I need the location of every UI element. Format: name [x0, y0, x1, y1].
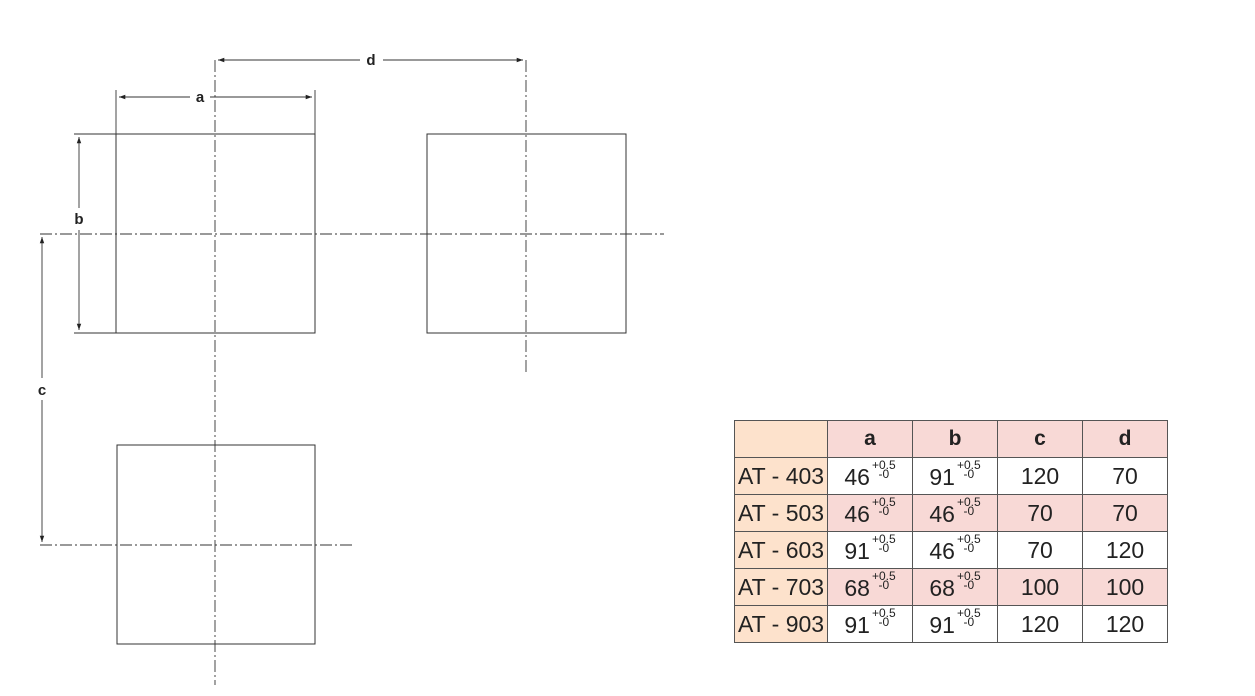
tolerance-plus: +0.5 [871, 532, 896, 546]
tolerance: +0.5-0 [871, 495, 896, 518]
value-c-cell: 120 [997, 457, 1083, 495]
tolerance-plus: +0.5 [871, 569, 896, 583]
extension-lines [74, 90, 316, 334]
value-b: 46 [929, 501, 955, 527]
value-a-cell: 91+0.5-0 [827, 605, 913, 643]
tolerance-minus: -0 [963, 541, 975, 555]
tolerance-minus: -0 [878, 578, 890, 592]
tolerance: +0.5-0 [871, 458, 896, 481]
value-b-cell: 91+0.5-0 [912, 457, 998, 495]
value-b-cell: 91+0.5-0 [912, 605, 998, 643]
tolerance-minus: -0 [878, 504, 890, 518]
table-row: AT - 503 46+0.5-0 46+0.5-0 70 70 [734, 494, 1168, 532]
tolerance: +0.5-0 [956, 458, 981, 481]
tolerance: +0.5-0 [956, 532, 981, 555]
value-c-cell: 70 [997, 494, 1083, 532]
model-cell: AT - 503 [734, 494, 828, 532]
value-a: 68 [844, 575, 870, 601]
value-b: 91 [929, 612, 955, 638]
value-a: 91 [844, 612, 870, 638]
value-c-cell: 70 [997, 531, 1083, 569]
value-a: 46 [844, 501, 870, 527]
value-d-cell: 120 [1082, 531, 1168, 569]
dimension-d-label: d [366, 52, 375, 69]
value-b: 46 [929, 538, 955, 564]
tolerance-plus: +0.5 [956, 606, 981, 620]
column-header-b: b [912, 420, 998, 458]
value-b-cell: 46+0.5-0 [912, 531, 998, 569]
value-d-cell: 100 [1082, 568, 1168, 606]
tolerance: +0.5-0 [956, 495, 981, 518]
cutout-square-top-left [115, 133, 316, 334]
tolerance: +0.5-0 [871, 532, 896, 555]
tolerance-plus: +0.5 [871, 606, 896, 620]
value-c-cell: 100 [997, 568, 1083, 606]
value-a: 91 [844, 538, 870, 564]
value-a: 46 [844, 464, 870, 490]
model-cell: AT - 403 [734, 457, 828, 495]
tolerance-plus: +0.5 [871, 495, 896, 509]
dimensions-table: a b c d AT - 403 46+0.5-0 91+0.5-0 120 7… [734, 420, 1168, 643]
table-row: AT - 703 68+0.5-0 68+0.5-0 100 100 [734, 568, 1168, 606]
tolerance: +0.5-0 [871, 606, 896, 629]
value-b: 91 [929, 464, 955, 490]
tolerance-minus: -0 [963, 467, 975, 481]
dimension-d: d [218, 52, 523, 69]
value-a-cell: 46+0.5-0 [827, 494, 913, 532]
tolerance-minus: -0 [878, 615, 890, 629]
value-a-cell: 68+0.5-0 [827, 568, 913, 606]
column-header-d: d [1082, 420, 1168, 458]
tolerance-minus: -0 [963, 504, 975, 518]
tolerance: +0.5-0 [871, 569, 896, 592]
tolerance-minus: -0 [878, 541, 890, 555]
value-b-cell: 46+0.5-0 [912, 494, 998, 532]
value-c-cell: 120 [997, 605, 1083, 643]
tolerance-minus: -0 [963, 615, 975, 629]
cutout-square-top-right [426, 133, 627, 334]
table-header-row: a b c d [734, 420, 1168, 458]
tolerance-minus: -0 [963, 578, 975, 592]
column-header-a: a [827, 420, 913, 458]
dimension-a-label: a [196, 89, 205, 106]
tolerance-plus: +0.5 [956, 458, 981, 472]
dimension-a: a [119, 89, 312, 106]
model-cell: AT - 703 [734, 568, 828, 606]
cutout-square-bottom [116, 444, 316, 645]
tolerance-plus: +0.5 [956, 495, 981, 509]
tolerance-plus: +0.5 [956, 569, 981, 583]
value-d-cell: 120 [1082, 605, 1168, 643]
model-cell: AT - 903 [734, 605, 828, 643]
column-header-c: c [997, 420, 1083, 458]
value-d-cell: 70 [1082, 494, 1168, 532]
value-b-cell: 68+0.5-0 [912, 568, 998, 606]
dimension-b: b [74, 137, 84, 330]
model-cell: AT - 603 [734, 531, 828, 569]
value-a-cell: 91+0.5-0 [827, 531, 913, 569]
tolerance: +0.5-0 [956, 606, 981, 629]
value-d-cell: 70 [1082, 457, 1168, 495]
table-row: AT - 903 91+0.5-0 91+0.5-0 120 120 [734, 605, 1168, 643]
table-corner-cell [734, 420, 828, 458]
value-b: 68 [929, 575, 955, 601]
dimension-b-label: b [74, 211, 83, 228]
table-row: AT - 403 46+0.5-0 91+0.5-0 120 70 [734, 457, 1168, 495]
tolerance-minus: -0 [878, 467, 890, 481]
tolerance-plus: +0.5 [956, 532, 981, 546]
table-row: AT - 603 91+0.5-0 46+0.5-0 70 120 [734, 531, 1168, 569]
tolerance-plus: +0.5 [871, 458, 896, 472]
value-a-cell: 46+0.5-0 [827, 457, 913, 495]
center-lines [40, 60, 664, 685]
dimension-c: c [38, 237, 46, 542]
dimension-c-label: c [38, 382, 46, 399]
tolerance: +0.5-0 [956, 569, 981, 592]
